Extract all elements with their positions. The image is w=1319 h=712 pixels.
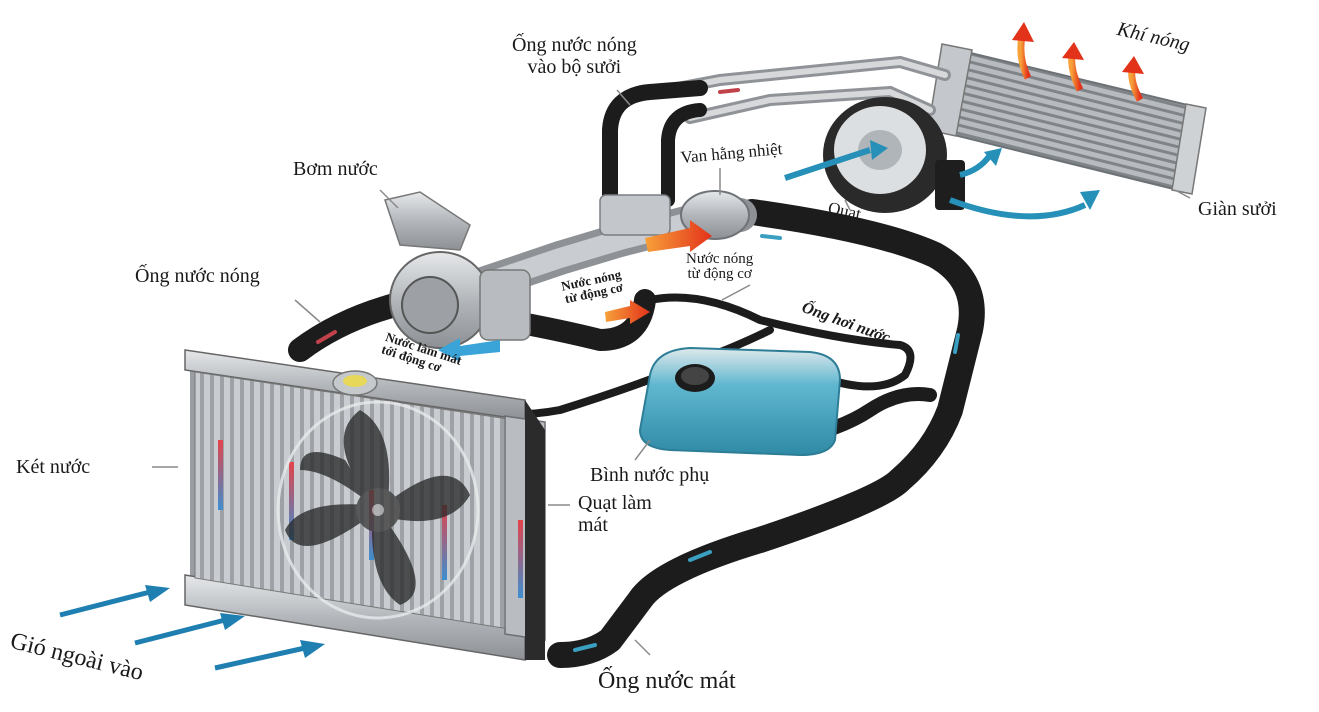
label-line-2: vào bộ sưởi — [527, 56, 622, 78]
label-hot-water-pipe: Ống nước nóng — [135, 265, 260, 287]
hose-flow-markers — [316, 88, 960, 652]
heater-core — [927, 43, 1207, 195]
label-water-pump: Bơm nước — [293, 158, 378, 180]
label-line-2: từ động cơ — [687, 266, 752, 282]
label-hot-pipe-to-heater: Ống nước nóng vào bộ sưởi — [512, 34, 637, 78]
label-expansion-tank: Bình nước phụ — [590, 464, 710, 486]
label-heater-core: Giàn sưởi — [1198, 198, 1277, 220]
label-cool-water-pipe: Ống nước mát — [598, 668, 736, 694]
label-line-2: mát — [578, 514, 608, 536]
outside-air-arrows — [59, 585, 325, 671]
label-hot-water-from-engine-1: Nước nóng từ động cơ — [686, 252, 753, 282]
label-cooling-fan: Quạt làm mát — [578, 492, 652, 536]
label-line-1: Ống nước nóng — [512, 34, 637, 56]
hot-air-arrows — [1012, 22, 1144, 102]
air-flow-arrows — [784, 140, 1100, 220]
thermostat — [599, 190, 750, 240]
label-line-1: Quạt làm — [578, 492, 652, 514]
pump-flow-arrows — [438, 220, 712, 362]
expansion-tank — [638, 346, 842, 457]
label-radiator: Két nước — [16, 456, 91, 478]
leader-lines — [152, 89, 1191, 656]
label-line-1: Nước nóng — [686, 251, 754, 267]
radiator-cooling-fan — [276, 400, 480, 620]
